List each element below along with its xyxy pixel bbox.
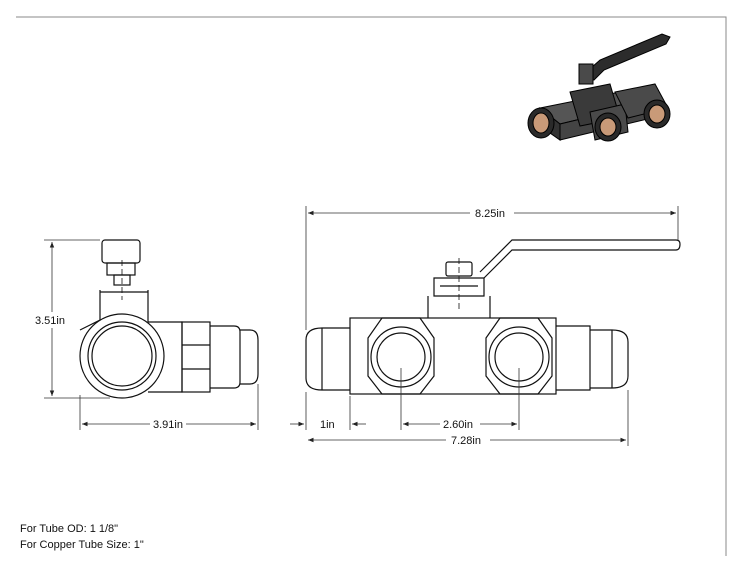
overall-length-label: 8.25in bbox=[475, 208, 505, 220]
dim-side-height bbox=[44, 239, 110, 399]
end-offset-label: 1in bbox=[320, 419, 335, 431]
note-copper-size: For Copper Tube Size: 1" bbox=[20, 539, 144, 551]
valve-3d-render bbox=[527, 33, 671, 142]
side-height-label: 3.51in bbox=[35, 315, 65, 327]
port-spacing-label: 2.60in bbox=[443, 419, 473, 431]
dim-side-width bbox=[79, 384, 259, 430]
side-view bbox=[79, 239, 259, 399]
dim-end-offset bbox=[290, 392, 366, 430]
side-width-label: 3.91in bbox=[153, 419, 183, 431]
front-view bbox=[305, 239, 681, 395]
dim-port-spacing bbox=[400, 368, 520, 430]
dim-body-length bbox=[308, 390, 629, 446]
body-length-label: 7.28in bbox=[451, 435, 481, 447]
drawing-frame bbox=[16, 16, 727, 556]
note-tube-od: For Tube OD: 1 1/8" bbox=[20, 523, 119, 535]
dim-overall-length bbox=[305, 206, 679, 330]
